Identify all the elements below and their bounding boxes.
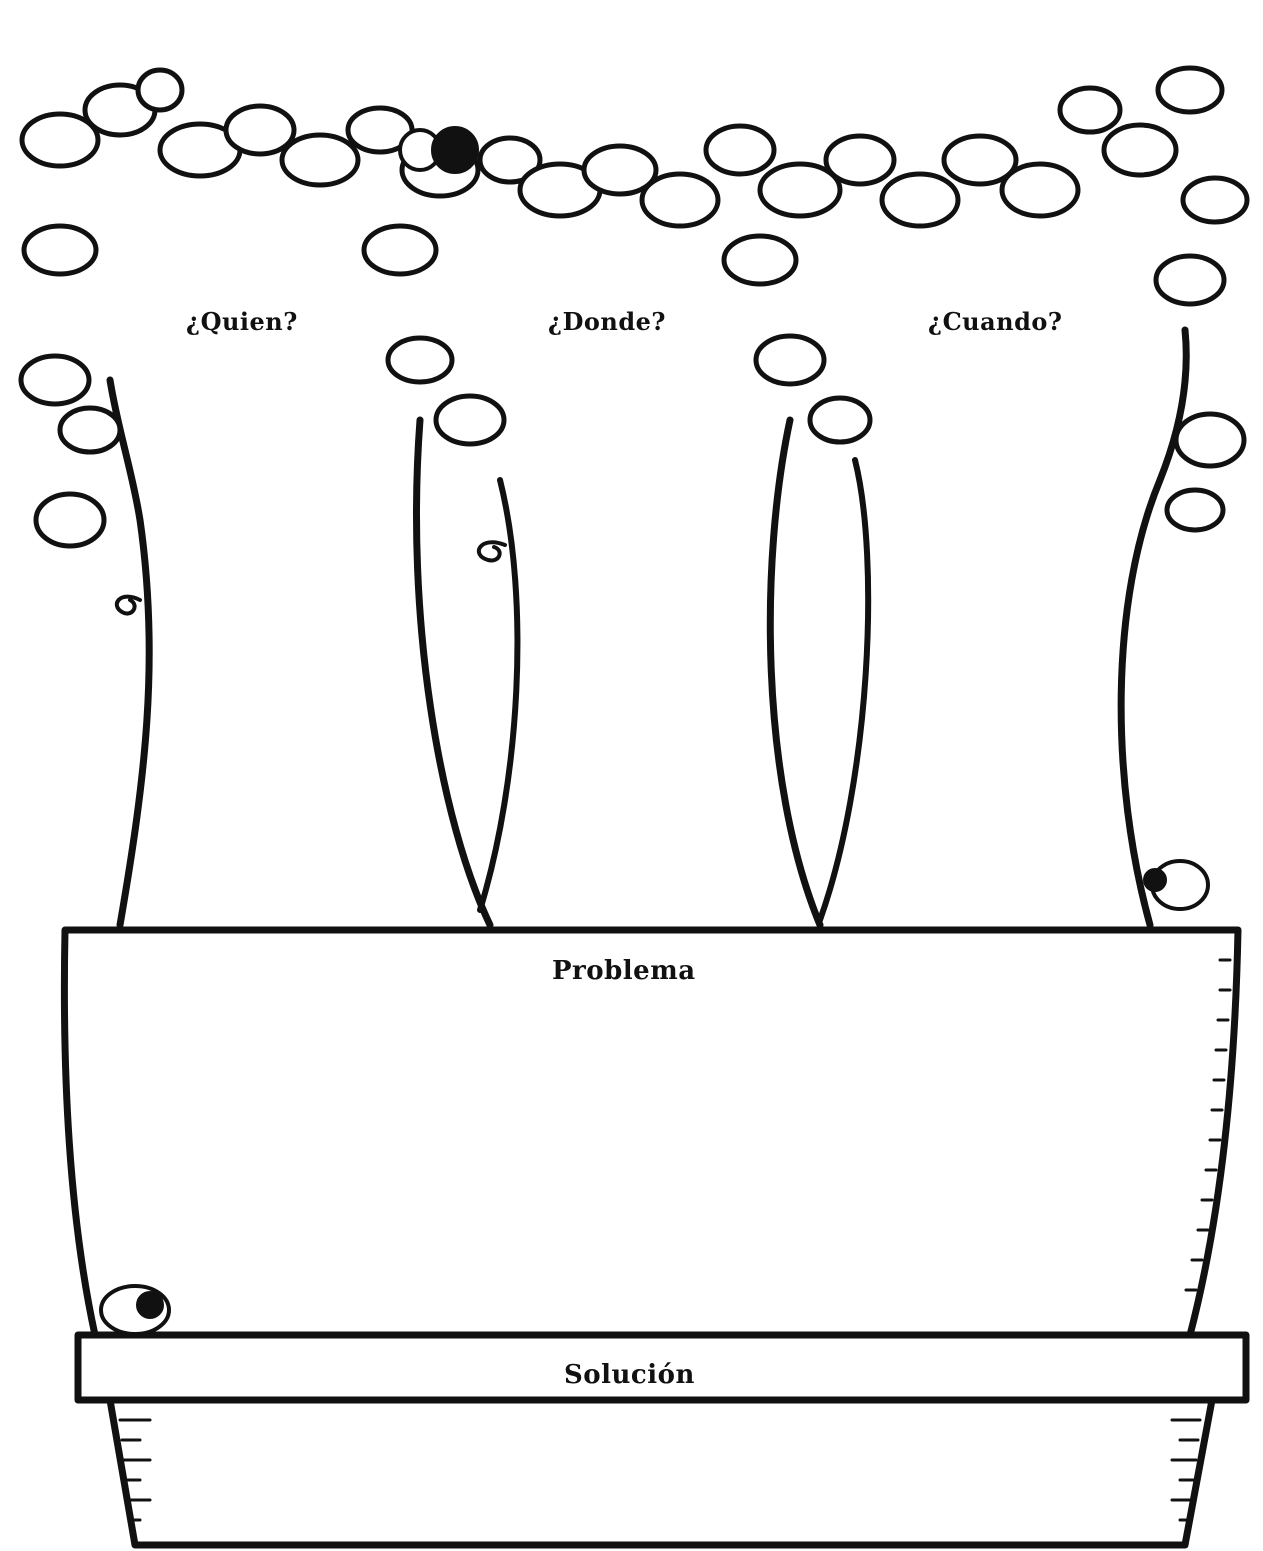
stem-4 <box>1121 330 1186 925</box>
stem-1 <box>110 380 149 925</box>
curl-2 <box>479 542 505 560</box>
stem-3b <box>820 460 868 920</box>
solution-label: Solución <box>564 1360 695 1390</box>
pot-base <box>110 1400 1212 1545</box>
pot-ticks <box>120 960 1230 1520</box>
curl-1 <box>117 597 140 614</box>
ladybug-right <box>1145 861 1208 909</box>
stem-2a <box>416 420 490 925</box>
stem-3a <box>770 420 820 925</box>
pot-body <box>64 930 1238 1335</box>
ladybug-bottom-left <box>101 1286 169 1334</box>
where-label: ¿Donde? <box>548 307 666 336</box>
when-label: ¿Cuando? <box>928 307 1062 336</box>
who-label: ¿Quien? <box>186 307 298 336</box>
problem-label: Problema <box>552 956 696 986</box>
ladybug-top <box>400 128 477 172</box>
